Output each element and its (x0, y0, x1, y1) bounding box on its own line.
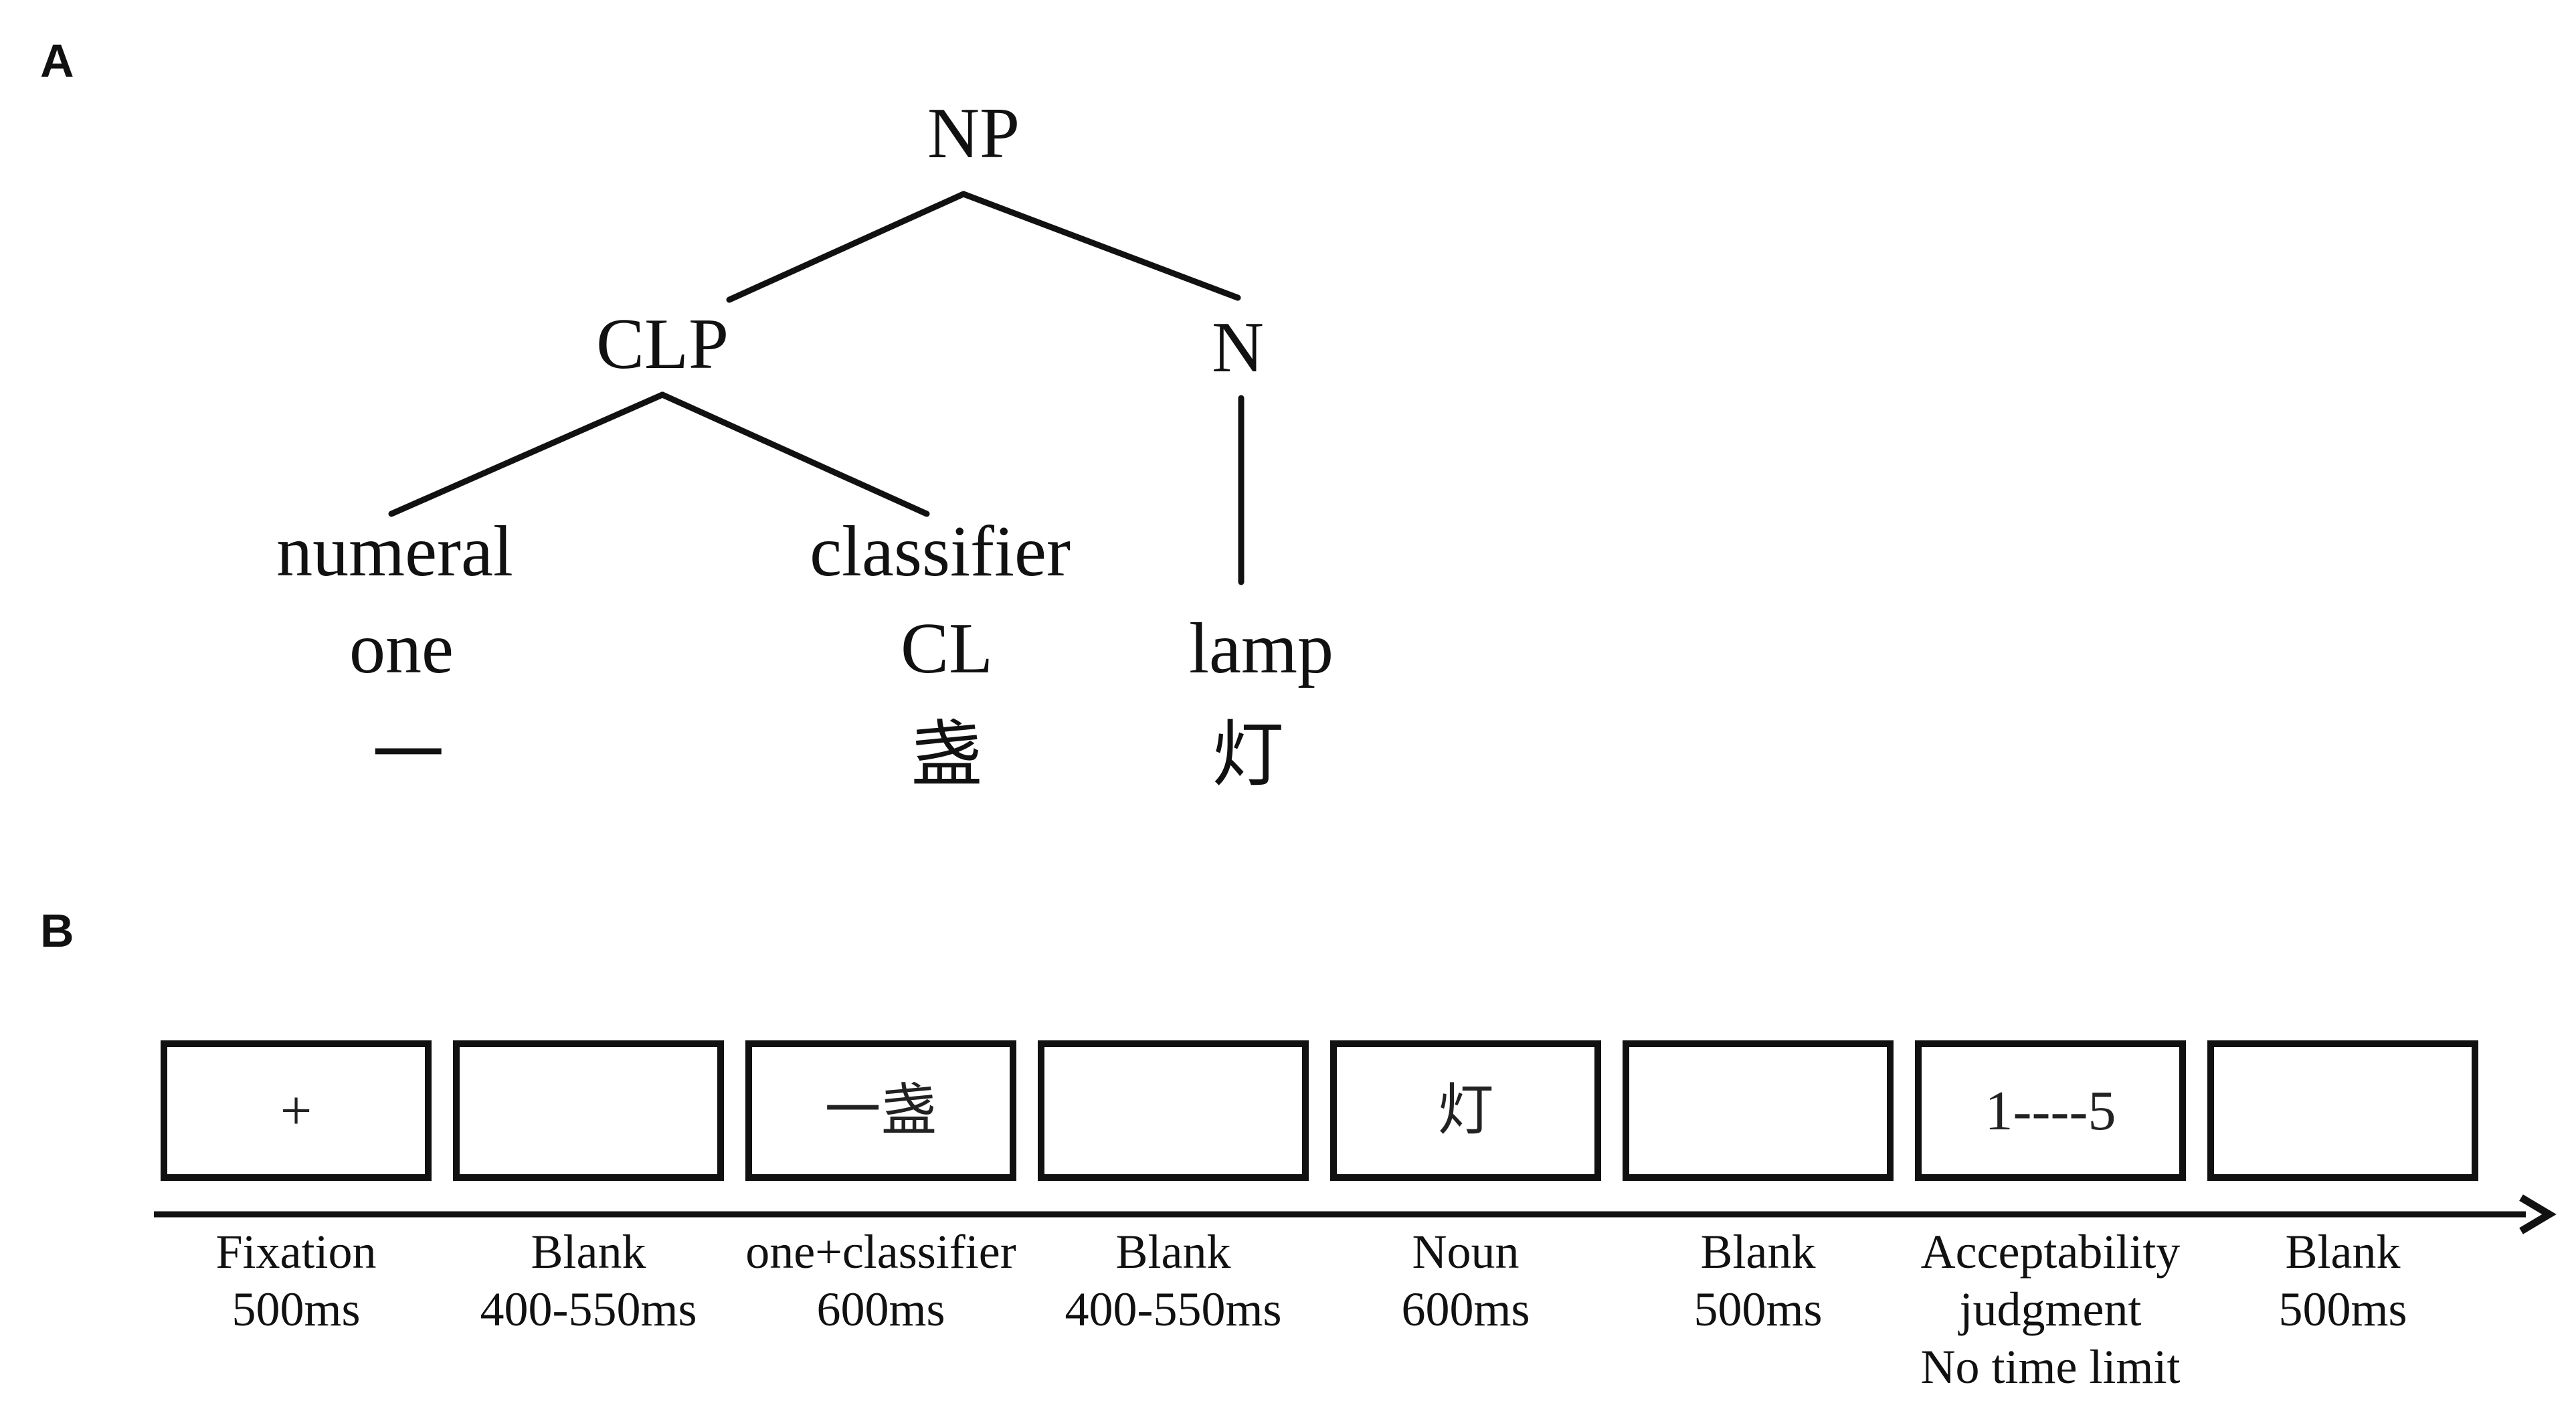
step-caption-line: judgment (1958, 1283, 2142, 1336)
screen-content: + (280, 1080, 312, 1142)
trial-timeline: +Fixation500msBlank400-550ms一盏one+classi… (154, 1040, 2557, 1394)
node-np: NP (927, 94, 1020, 173)
leaf-classifier-category: classifier (810, 512, 1071, 591)
panel-label-a: A (40, 35, 74, 87)
step-caption-line: Noun (1412, 1225, 1520, 1279)
screen-frame (453, 1040, 724, 1181)
branch-np-n (960, 191, 1241, 301)
step-caption-line: No time limit (1921, 1340, 2181, 1394)
screen-frame (1623, 1040, 1894, 1181)
screen-frame (1915, 1040, 2186, 1181)
panel-label-b: B (40, 905, 74, 957)
leaf-numeral-chinese: 一 (372, 716, 444, 795)
screen-frame (1038, 1040, 1309, 1181)
step-caption-line: 600ms (816, 1283, 945, 1336)
leaf-numeral-category: numeral (276, 512, 513, 591)
screen-content: 一盏 (824, 1080, 937, 1142)
step-caption-line: Blank (531, 1225, 646, 1279)
arrow-icon (2519, 1194, 2557, 1234)
leaf-numeral-gloss: one (349, 609, 454, 688)
leaf-noun-chinese: 灯 (1212, 716, 1284, 795)
step-caption-line: 500ms (1693, 1283, 1822, 1336)
leaf-classifier-gloss: CL (901, 609, 993, 688)
node-clp: CLP (596, 304, 729, 384)
step-caption-line: 400-550ms (1065, 1283, 1282, 1336)
step-caption-line: Fixation (215, 1225, 376, 1279)
step-caption-line: Blank (1701, 1225, 1816, 1279)
screen-content: 灯 (1437, 1080, 1493, 1142)
node-n: N (1212, 308, 1264, 387)
branch-clp-classifier (659, 391, 930, 517)
step-caption-line: one+classifier (745, 1225, 1016, 1279)
step-caption-line: 500ms (232, 1283, 360, 1336)
step-caption-line: 400-550ms (480, 1283, 697, 1336)
branch-np-clp (726, 191, 967, 303)
leaf-classifier-chinese: 盏 (911, 716, 983, 795)
screen-frame (2207, 1040, 2478, 1181)
step-caption-line: 500ms (2278, 1283, 2407, 1336)
screen-frame (1330, 1040, 1601, 1181)
branch-clp-numeral (388, 391, 666, 517)
screen-content: 1----5 (1985, 1080, 2116, 1142)
leaf-noun-gloss: lamp (1189, 609, 1333, 688)
step-caption-line: 600ms (1401, 1283, 1530, 1336)
step-caption-line: Blank (1116, 1225, 1231, 1279)
screen-frame (745, 1040, 1016, 1181)
step-caption-line: Blank (2286, 1225, 2401, 1279)
syntax-tree: NP CLP N numeral one 一 classifier CL 盏 l… (276, 94, 1333, 795)
step-caption-line: Acceptability (1921, 1225, 2181, 1279)
screen-frame (161, 1040, 432, 1181)
